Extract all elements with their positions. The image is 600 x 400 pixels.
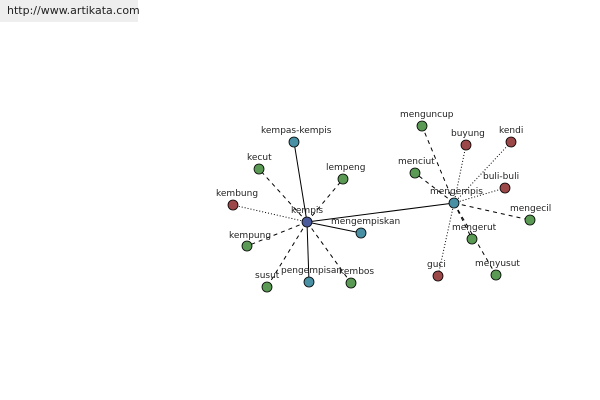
edge-mengempis-buyung [453, 144, 467, 204]
node-label-mengerut[interactable]: mengerut [452, 223, 497, 233]
node-kendi[interactable]: kendi [499, 126, 523, 148]
edge-kempis-mengempiskan [306, 221, 362, 234]
node-lempeng[interactable]: lempeng [326, 163, 365, 185]
edge-kempis-mengempis [306, 202, 455, 223]
node-mengempis[interactable]: mengempis [430, 187, 483, 209]
node-dot-pengempisan[interactable] [303, 276, 315, 288]
node-label-kembung[interactable]: kembung [216, 189, 258, 199]
node-label-kecut[interactable]: kecut [247, 153, 272, 163]
node-label-pengempisan[interactable]: pengempisan [281, 266, 342, 276]
node-buyung[interactable]: buyung [451, 129, 485, 151]
node-menyusut[interactable]: menyusut [475, 259, 520, 281]
edge-kempis-pengempisan [306, 221, 310, 283]
node-dot-kembos[interactable] [345, 277, 357, 289]
node-dot-mengempiskan[interactable] [355, 227, 367, 239]
node-kecut[interactable]: kecut [247, 153, 272, 175]
node-label-buli-buli[interactable]: buli-buli [483, 172, 519, 182]
edge-kempis-lempeng [306, 178, 344, 223]
edge-mengempis-menciut [414, 172, 455, 204]
node-dot-mengecil[interactable] [524, 214, 536, 226]
node-kembung[interactable]: kembung [216, 189, 258, 211]
node-dot-menciut[interactable] [409, 167, 421, 179]
node-dot-kembung[interactable] [227, 199, 239, 211]
node-label-mengecil[interactable]: mengecil [510, 204, 551, 214]
node-mengerut[interactable]: mengerut [452, 223, 497, 245]
edge-kempis-kempas-kempis [293, 141, 308, 223]
edge-kempis-kecut [258, 168, 308, 223]
node-pengempisan[interactable]: pengempisan [281, 266, 342, 288]
edge-mengempis-guci [437, 202, 455, 277]
node-dot-susut[interactable] [261, 281, 273, 293]
node-label-kempis[interactable]: kempis [291, 206, 323, 216]
node-dot-kempung[interactable] [241, 240, 253, 252]
node-label-kembos[interactable]: kembos [339, 267, 374, 277]
node-dot-buli-buli[interactable] [499, 182, 511, 194]
node-dot-menyusut[interactable] [490, 269, 502, 281]
node-susut[interactable]: susut [255, 271, 280, 293]
node-dot-kendi[interactable] [505, 136, 517, 148]
node-dot-mengempis[interactable] [448, 197, 460, 209]
node-mengecil[interactable]: mengecil [510, 204, 551, 226]
graph-nodes: kempis mengempis kempas-kempis mengempiskan… [216, 110, 551, 293]
site-url[interactable]: http://www.artikata.com [7, 4, 140, 17]
edge-kempis-kempung [246, 221, 308, 247]
node-label-guci[interactable]: guci [427, 260, 446, 270]
node-label-susut[interactable]: susut [255, 271, 280, 281]
node-label-buyung[interactable]: buyung [451, 129, 485, 139]
node-dot-kecut[interactable] [253, 163, 265, 175]
node-label-kendi[interactable]: kendi [499, 126, 523, 136]
node-mengempiskan[interactable]: mengempiskan [331, 217, 400, 239]
edge-mengempis-kendi [453, 141, 512, 204]
node-label-kempas-kempis[interactable]: kempas-kempis [261, 126, 332, 136]
node-dot-kempis[interactable] [301, 216, 313, 228]
node-dot-guci[interactable] [432, 270, 444, 282]
edge-mengempis-menguncup [421, 125, 455, 204]
node-guci[interactable]: guci [427, 260, 446, 282]
node-dot-menguncup[interactable] [416, 120, 428, 132]
node-menguncup[interactable]: menguncup [400, 110, 454, 132]
node-menciut[interactable]: menciut [398, 157, 435, 179]
url-bar: http://www.artikata.com [0, 0, 140, 22]
node-label-menyusut[interactable]: menyusut [475, 259, 520, 269]
node-dot-kempas-kempis[interactable] [288, 136, 300, 148]
node-kembos[interactable]: kembos [339, 267, 374, 289]
node-buli-buli[interactable]: buli-buli [483, 172, 519, 194]
node-dot-lempeng[interactable] [337, 173, 349, 185]
edge-kempis-kembung [232, 204, 308, 223]
node-label-menguncup[interactable]: menguncup [400, 110, 454, 120]
node-kempung[interactable]: kempung [229, 231, 271, 252]
node-label-lempeng[interactable]: lempeng [326, 163, 365, 173]
node-label-menciut[interactable]: menciut [398, 157, 435, 167]
node-kempis[interactable]: kempis [291, 206, 323, 228]
node-kempas-kempis[interactable]: kempas-kempis [261, 126, 332, 148]
edge-mengempis-mengerut [453, 202, 473, 240]
node-dot-buyung[interactable] [460, 139, 472, 151]
node-label-kempung[interactable]: kempung [229, 231, 271, 241]
node-dot-mengerut[interactable] [466, 233, 478, 245]
node-label-mengempiskan[interactable]: mengempiskan [331, 217, 400, 227]
edge-mengempis-mengecil [453, 202, 531, 221]
node-label-mengempis[interactable]: mengempis [430, 187, 483, 197]
